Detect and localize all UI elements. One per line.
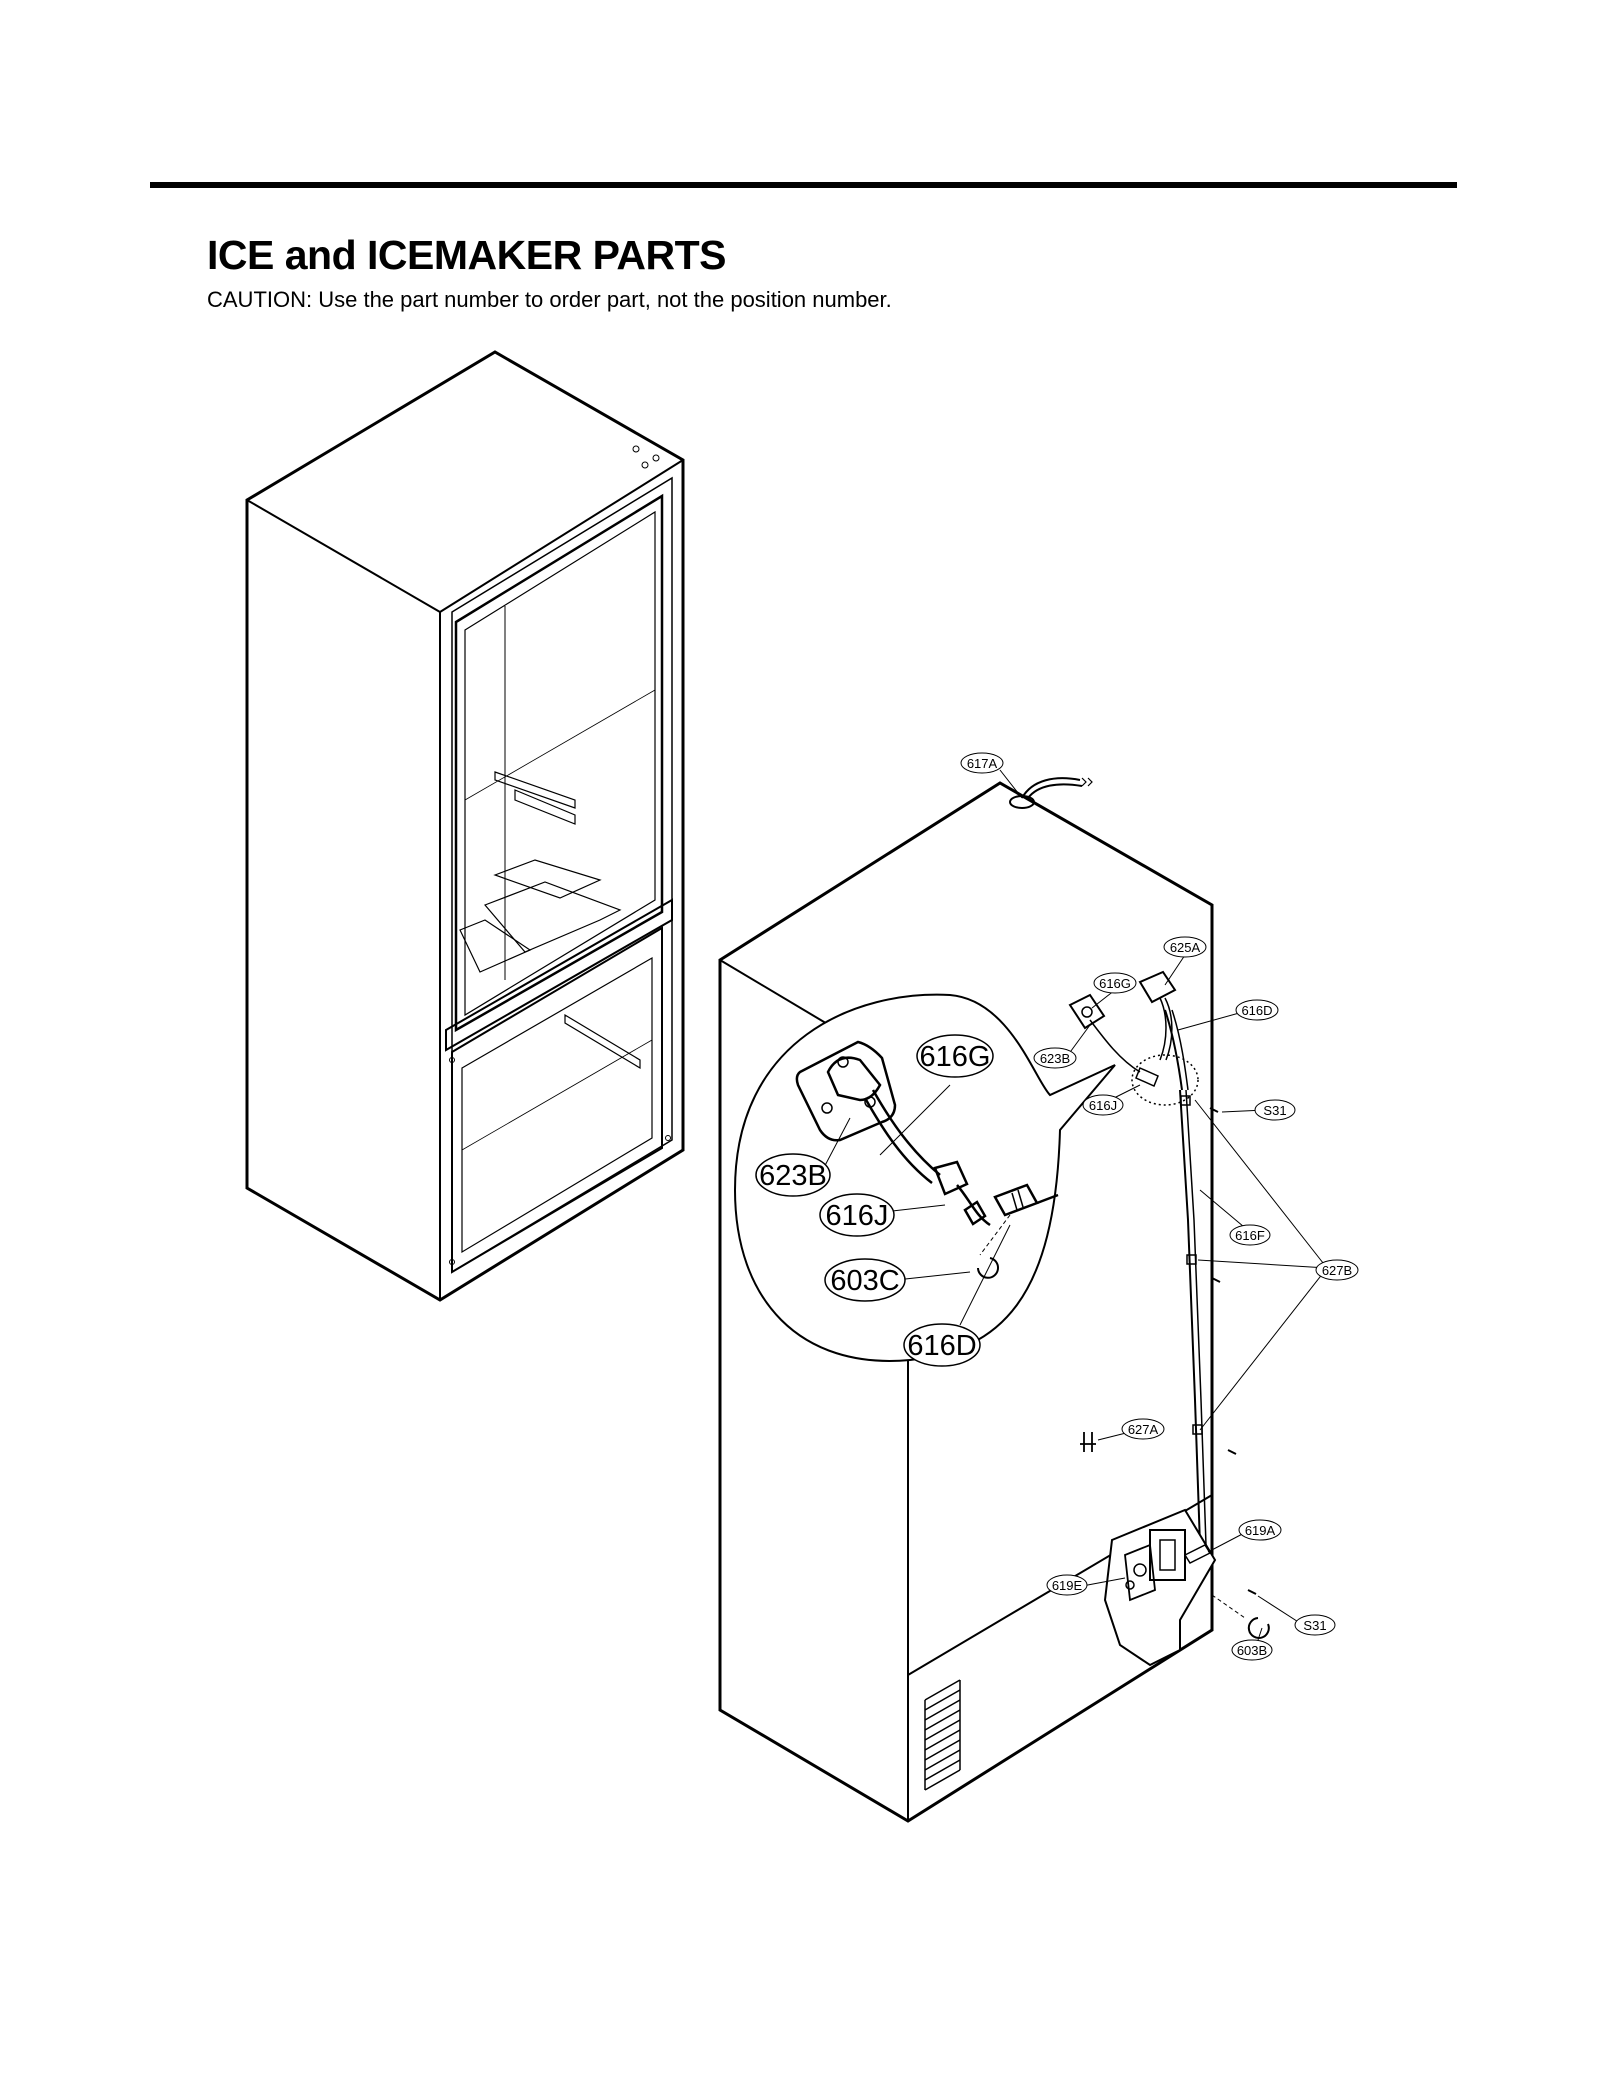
callout-S31-upper: S31 — [1254, 1099, 1296, 1121]
detail-callout-603C: 603C — [824, 1258, 906, 1302]
callout-616J: 616J — [1082, 1094, 1124, 1116]
svg-text:603B: 603B — [1237, 1643, 1267, 1658]
svg-text:616J: 616J — [1089, 1098, 1117, 1113]
svg-text:603C: 603C — [830, 1265, 899, 1297]
svg-text:S31: S31 — [1263, 1103, 1286, 1118]
header-rule — [150, 182, 1457, 188]
callout-603B: 603B — [1231, 1639, 1273, 1661]
callout-S31-lower: S31 — [1294, 1614, 1336, 1636]
callout-627B: 627B — [1315, 1259, 1359, 1281]
svg-text:623B: 623B — [759, 1160, 827, 1192]
callout-619A: 619A — [1238, 1519, 1282, 1541]
callout-616G: 616G — [1093, 972, 1137, 994]
callout-623B: 623B — [1033, 1047, 1077, 1069]
svg-text:627A: 627A — [1128, 1422, 1159, 1437]
svg-text:617A: 617A — [967, 756, 998, 771]
svg-text:616D: 616D — [907, 1330, 976, 1362]
caution-note: CAUTION: Use the part number to order pa… — [207, 287, 892, 312]
callout-617A: 617A — [960, 752, 1004, 774]
svg-text:619A: 619A — [1245, 1523, 1276, 1538]
svg-text:623B: 623B — [1040, 1051, 1070, 1066]
front-cabinet-illustration — [245, 350, 685, 1302]
callout-627A: 627A — [1121, 1418, 1165, 1440]
svg-text:616D: 616D — [1241, 1003, 1272, 1018]
detail-callout-616J: 616J — [819, 1193, 895, 1237]
svg-text:616G: 616G — [1099, 976, 1131, 991]
callout-616D: 616D — [1235, 999, 1279, 1021]
callout-619E: 619E — [1046, 1574, 1088, 1596]
detail-callout-623B: 623B — [755, 1153, 831, 1197]
svg-text:625A: 625A — [1170, 940, 1201, 955]
svg-text:627B: 627B — [1322, 1263, 1352, 1278]
callout-616F: 616F — [1229, 1224, 1271, 1246]
callout-625A: 625A — [1163, 936, 1207, 958]
detail-callout-616G: 616G — [916, 1034, 994, 1078]
page-title: ICE and ICEMAKER PARTS — [207, 232, 727, 278]
svg-text:S31: S31 — [1303, 1618, 1326, 1633]
detail-callout-616D: 616D — [903, 1323, 981, 1367]
svg-text:616G: 616G — [920, 1041, 991, 1073]
svg-text:619E: 619E — [1052, 1578, 1083, 1593]
svg-text:616F: 616F — [1235, 1228, 1265, 1243]
svg-text:616J: 616J — [826, 1200, 889, 1232]
